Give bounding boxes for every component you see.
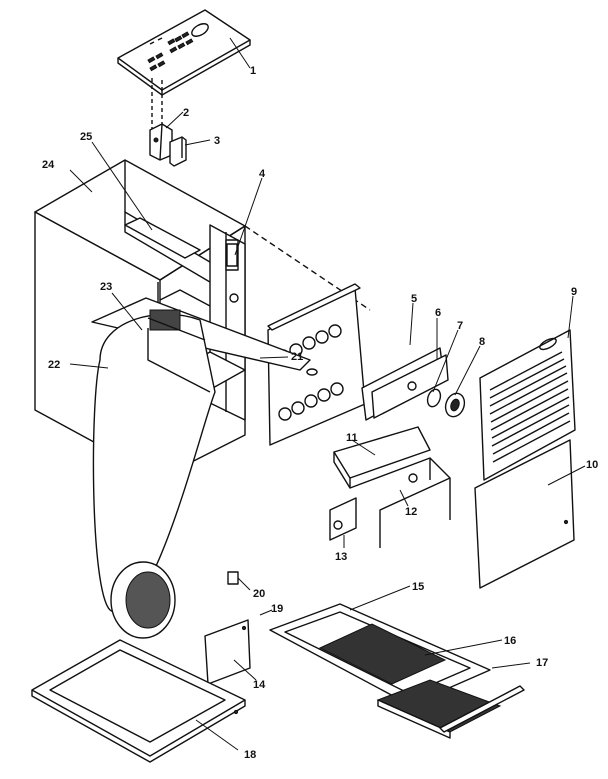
callout-3: 3 bbox=[214, 135, 220, 147]
callout-17: 17 bbox=[536, 657, 548, 669]
callout-12: 12 bbox=[405, 506, 417, 518]
part-22-blower-housing bbox=[92, 309, 216, 639]
louver-slots bbox=[489, 351, 571, 463]
callout-18: 18 bbox=[244, 749, 256, 761]
callout-21: 21 bbox=[291, 351, 303, 363]
callout-4: 4 bbox=[259, 168, 266, 180]
part-9-louvered-door bbox=[479, 329, 576, 481]
callout-6: 6 bbox=[435, 307, 441, 319]
part-17-filter-rail bbox=[439, 685, 525, 733]
callout-11: 11 bbox=[346, 432, 358, 444]
part-11-control-cover bbox=[333, 426, 431, 489]
part-20-bracket bbox=[227, 571, 239, 585]
callout-23: 23 bbox=[100, 281, 112, 293]
callout-2: 2 bbox=[183, 107, 189, 119]
callout-10: 10 bbox=[586, 459, 598, 471]
part-18-bottom-panel bbox=[31, 639, 246, 763]
part-13-switch bbox=[329, 497, 357, 541]
heat-exchanger-panel bbox=[267, 283, 366, 446]
callout-16: 16 bbox=[504, 635, 516, 647]
part-8-sight-glass bbox=[444, 392, 466, 418]
callout-5: 5 bbox=[411, 293, 417, 305]
part-25-baffle bbox=[124, 217, 201, 259]
callout-22: 22 bbox=[48, 359, 60, 371]
part-14-plate bbox=[204, 619, 251, 685]
callout-19: 19 bbox=[271, 603, 283, 615]
callout-14: 14 bbox=[253, 679, 266, 691]
part-3-bracket bbox=[169, 136, 187, 167]
callout-9: 9 bbox=[571, 286, 577, 298]
callout-25: 25 bbox=[80, 131, 92, 143]
callout-13: 13 bbox=[335, 551, 347, 563]
part-12-bracket bbox=[349, 457, 451, 548]
part-4-label bbox=[226, 243, 238, 267]
callout-24: 24 bbox=[42, 159, 55, 171]
callout-leaders bbox=[69, 37, 586, 751]
callout-7: 7 bbox=[457, 320, 463, 332]
callout-15: 15 bbox=[412, 581, 424, 593]
callout-8: 8 bbox=[479, 336, 485, 348]
part-10-blower-door bbox=[474, 439, 575, 589]
part-7-gasket bbox=[426, 388, 442, 408]
callout-1: 1 bbox=[250, 65, 256, 77]
part-23-wheel bbox=[147, 317, 206, 341]
part-6-plate bbox=[371, 354, 449, 419]
part-2-bracket bbox=[149, 123, 173, 161]
callout-20: 20 bbox=[253, 588, 265, 600]
part-1-top-panel bbox=[117, 9, 251, 96]
callout-labels: 1 2 3 4 5 6 7 8 9 10 11 12 13 14 15 16 1… bbox=[42, 65, 598, 761]
